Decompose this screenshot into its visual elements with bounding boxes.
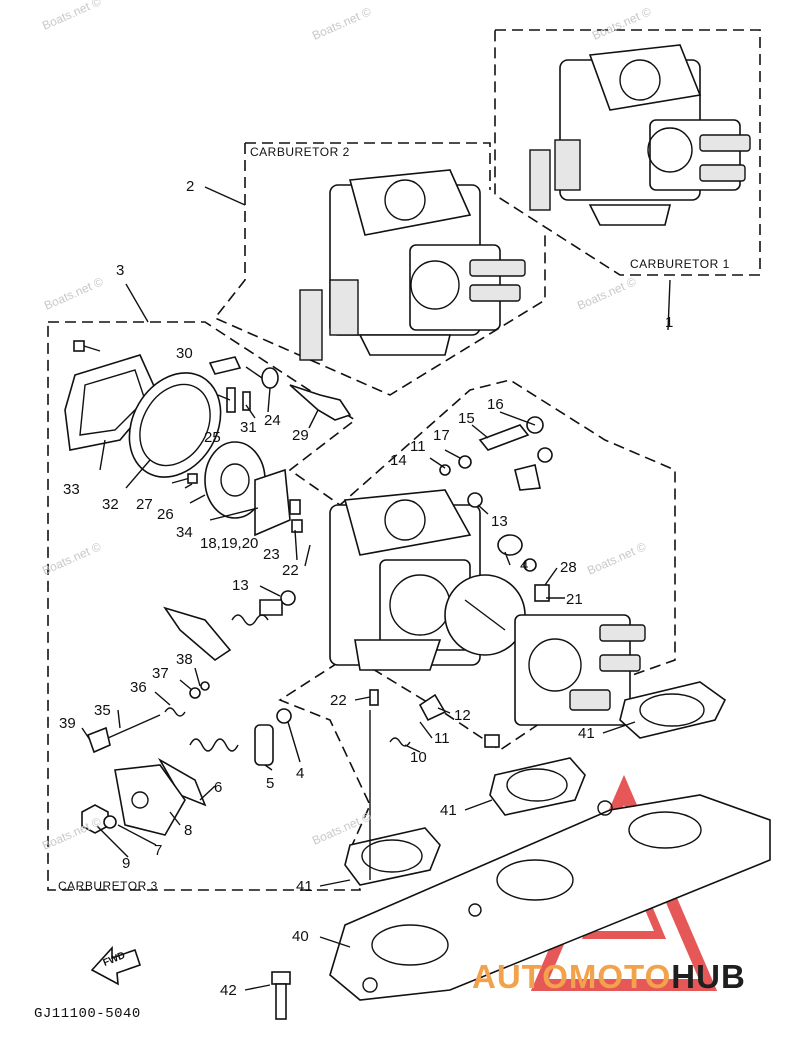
- carburetor-2-title: CARBURETOR 2: [250, 145, 350, 159]
- part-label-12: 12: [454, 707, 471, 724]
- part-label-1: 1: [665, 314, 674, 331]
- carburetor-1-body: [529, 44, 751, 226]
- part-label-3: 3: [116, 262, 125, 279]
- part-label-10: 10: [410, 749, 427, 766]
- part-label-2: 2: [186, 178, 195, 195]
- part-label-21: 21: [566, 591, 583, 608]
- part-label-30: 30: [176, 345, 193, 362]
- part-label-27: 27: [136, 496, 153, 513]
- part-label-37: 37: [152, 665, 169, 682]
- part-label-22a: 22: [282, 562, 299, 579]
- part-label-6: 6: [214, 779, 223, 796]
- part-label-40: 40: [292, 928, 309, 945]
- part-label-24: 24: [264, 412, 281, 429]
- part-label-13b: 13: [491, 513, 508, 530]
- part-label-29: 29: [292, 427, 309, 444]
- part-label-5: 5: [266, 775, 275, 792]
- part-label-41a: 41: [578, 725, 595, 742]
- part-label-14: 14: [390, 452, 407, 469]
- carburetor-1-title: CARBURETOR 1: [630, 257, 730, 271]
- intake-manifold: [329, 794, 771, 1001]
- part-label-26: 26: [157, 506, 174, 523]
- bolt-42: [271, 971, 291, 1020]
- part-label-23: 23: [263, 546, 280, 563]
- part-label-15: 15: [458, 410, 475, 427]
- part-label-9: 9: [122, 855, 131, 872]
- part-label-8: 8: [184, 822, 193, 839]
- leader-lines: [81, 186, 671, 991]
- diagram-code: GJ11100-5040: [34, 1006, 141, 1022]
- part-label-4b: 4: [520, 557, 529, 574]
- carburetor-2-body: [299, 169, 526, 361]
- part-label-28: 28: [560, 559, 577, 576]
- carburetor-2-boundary: [245, 142, 491, 190]
- part-label-22b: 22: [330, 692, 347, 709]
- part-label-18-19-20: 18,19,20: [200, 535, 259, 552]
- part-label-35: 35: [94, 702, 111, 719]
- small-parts: [64, 340, 553, 836]
- part-label-16: 16: [487, 396, 504, 413]
- part-label-4a: 4: [296, 765, 305, 782]
- part-label-42: 42: [220, 982, 237, 999]
- part-label-36: 36: [130, 679, 147, 696]
- fwd-arrow-icon: [90, 945, 142, 986]
- part-label-41b: 41: [440, 802, 457, 819]
- brand-part-1: AUTOMOTO: [472, 958, 672, 995]
- part-label-11b: 11: [434, 730, 450, 747]
- part-label-39: 39: [59, 715, 76, 732]
- gaskets: [344, 681, 727, 886]
- part-label-25: 25: [204, 429, 221, 446]
- part-label-11a: 11: [410, 438, 426, 455]
- part-label-7: 7: [154, 842, 163, 859]
- part-label-38: 38: [176, 651, 193, 668]
- part-label-32: 32: [102, 496, 119, 513]
- part-label-41c: 41: [296, 878, 313, 895]
- carburetor-3-title: CARBURETOR 3: [58, 879, 158, 893]
- carburetor-1-boundary: [494, 29, 761, 276]
- brand-wordmark: AUTOMOTOHUB: [472, 958, 746, 996]
- part-label-34: 34: [176, 524, 193, 541]
- carburetor-3-body: [329, 489, 646, 726]
- part-label-13a: 13: [232, 577, 249, 594]
- part-label-17: 17: [433, 427, 450, 444]
- part-label-33: 33: [63, 481, 80, 498]
- brand-part-2: HUB: [671, 958, 746, 995]
- part-label-31: 31: [240, 419, 257, 436]
